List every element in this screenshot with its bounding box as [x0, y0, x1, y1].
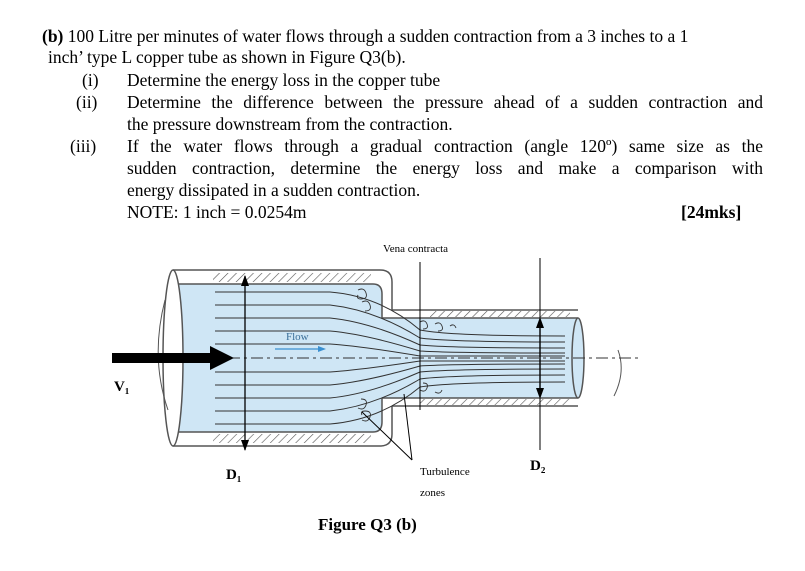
item-ii-number: (ii)	[76, 92, 98, 112]
intro-text-1: 100 Litre per minutes of water flows thr…	[67, 26, 689, 46]
part-label: (b)	[42, 26, 64, 46]
question-intro-line2: inch’ type L copper tube as shown in Fig…	[48, 47, 406, 67]
item-iii-number: (iii)	[70, 136, 97, 156]
label-d1: D₁	[226, 467, 242, 483]
figure-caption: Figure Q3 (b)	[318, 515, 417, 534]
item-i-number: (i)	[82, 70, 99, 90]
label-zones: zones	[420, 487, 446, 499]
large-pipe-outline	[173, 269, 393, 447]
turbulence-leader	[361, 411, 413, 461]
label-vena-contracta: Vena contracta	[383, 243, 449, 255]
question-intro-line1: (b) 100 Litre per minutes of water flows…	[42, 25, 688, 47]
small-pipe-hatch-bottom	[420, 399, 570, 405]
item-iii-line3: energy dissipated in a sudden contractio…	[127, 180, 421, 200]
small-pipe-hatch-top	[430, 311, 570, 317]
item-ii-line1: Determine the difference between the pre…	[127, 92, 763, 112]
note: NOTE: 1 inch = 0.0254m	[127, 202, 307, 222]
label-d2: D₂	[530, 458, 546, 474]
large-pipe-hatch-bottom	[213, 434, 371, 443]
inlet-arrow	[112, 346, 234, 370]
item-i-line1: Determine the energy loss in the copper …	[127, 70, 441, 90]
small-pipe-outline	[382, 309, 578, 407]
item-iii-line2: sudden contraction, determine the energy…	[127, 158, 763, 178]
item-ii-line2: the pressure downstream from the contrac…	[127, 114, 453, 134]
label-flow: Flow	[286, 331, 309, 343]
marks: [24mks]	[681, 202, 742, 222]
turbulence-swirls	[356, 288, 457, 422]
label-v1: V₁	[114, 379, 130, 395]
large-pipe-hatch-top	[213, 273, 371, 282]
label-turbulence: Turbulence	[420, 466, 470, 478]
item-iii-line1: If the water flows through a gradual con…	[127, 136, 763, 156]
